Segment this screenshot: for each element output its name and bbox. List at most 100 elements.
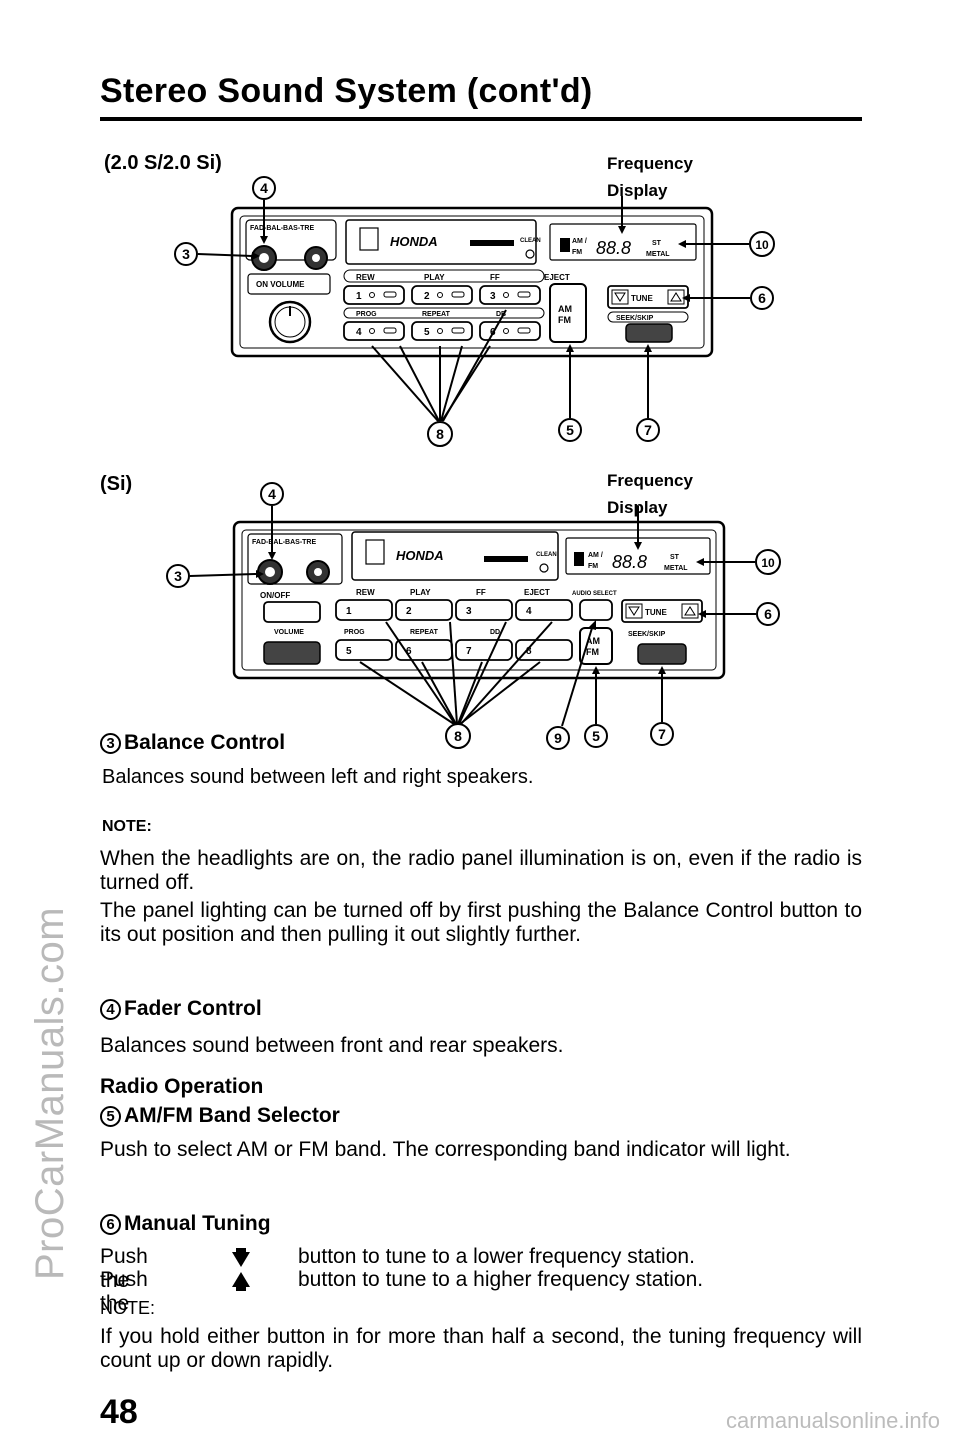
figure1-seek-button[interactable] bbox=[625, 323, 673, 343]
figure1-cassette-door[interactable] bbox=[345, 219, 537, 265]
figure2-preset-row-bottom: 5 6 7 8 bbox=[335, 639, 573, 661]
figure1-eject-label: EJECT bbox=[544, 273, 570, 282]
figure2-preset-3-label: 3 bbox=[466, 606, 472, 617]
footer-watermark: carmanualsonline.info bbox=[725, 1408, 940, 1433]
figure2-on-off-label: ON/OFF bbox=[260, 591, 290, 600]
page-title: Stereo Sound System (cont'd) bbox=[100, 72, 593, 110]
figure2-display-st: ST bbox=[670, 554, 680, 561]
figure1-preset-5[interactable] bbox=[411, 321, 473, 341]
figure1-display-metal: METAL bbox=[646, 251, 670, 258]
figure2-preset-1-label: 1 bbox=[346, 606, 352, 617]
figure2-callout-4: 4 bbox=[268, 486, 276, 502]
am-fm-band-selector-heading: 5 AM/FM Band Selector bbox=[100, 1104, 340, 1128]
figure1-model-label: (2.0 S/2.0 Si) bbox=[104, 152, 222, 174]
tune-down-lead: Push the bbox=[100, 1245, 148, 1292]
figure1-am-fm-button[interactable] bbox=[549, 283, 587, 343]
figure1-frequency-line2: Display bbox=[607, 181, 668, 200]
figure2-preset-3[interactable] bbox=[455, 599, 513, 621]
figure1-preset-4-label: 4 bbox=[356, 327, 362, 338]
figure2-prog-label: PROG bbox=[344, 629, 365, 636]
balance-control-heading: 3 Balance Control bbox=[100, 731, 285, 755]
figure2-am-label: AM bbox=[586, 636, 600, 646]
figure1-fm-label: FM bbox=[558, 315, 571, 325]
figure1-preset-3[interactable] bbox=[479, 285, 541, 305]
figure2-preset-row-top: 1 2 3 4 bbox=[335, 599, 573, 621]
figure2-display-metal: METAL bbox=[664, 565, 688, 572]
figure1-on-volume-label: ON VOLUME bbox=[256, 280, 305, 289]
figure2-play-label: PLAY bbox=[410, 588, 431, 597]
figure1-preset-3-label: 3 bbox=[490, 291, 496, 302]
figure1-prog-label: PROG bbox=[356, 311, 377, 318]
balance-note-label: NOTE: bbox=[102, 818, 152, 835]
figure2-brand-logo: HONDA bbox=[396, 548, 444, 563]
figure2-callout-6: 6 bbox=[764, 606, 772, 622]
figure2-preset-7[interactable] bbox=[455, 639, 513, 661]
figure2-tune-button[interactable] bbox=[621, 599, 703, 623]
figure2-on-off-button[interactable] bbox=[263, 601, 321, 623]
figure2-repeat-label: REPEAT bbox=[410, 629, 439, 636]
figure1-preset-2[interactable] bbox=[411, 285, 473, 305]
figure2-audio-select-label: AUDIO SELECT bbox=[572, 591, 617, 597]
figure1-callout-8: 8 bbox=[436, 426, 444, 442]
figure2-preset-2[interactable] bbox=[395, 599, 453, 621]
figure2-preset-4[interactable] bbox=[515, 599, 573, 621]
am-fm-band-selector-number: 5 bbox=[100, 1105, 121, 1127]
am-fm-band-selector-title: AM/FM Band Selector bbox=[124, 1104, 340, 1127]
manual-tuning-note-label: NOTE: bbox=[100, 1298, 156, 1318]
tune-down-text: button to tune to a lower frequency stat… bbox=[298, 1245, 695, 1268]
figure1-preset-1[interactable] bbox=[343, 285, 405, 305]
fader-control-heading: 4 Fader Control bbox=[100, 997, 262, 1021]
tune-up-icon bbox=[232, 1272, 250, 1291]
figure1-display-am: AM / bbox=[572, 238, 587, 245]
tune-up-text: button to tune to a higher frequency sta… bbox=[298, 1268, 704, 1291]
figure2-preset-6-label: 6 bbox=[406, 646, 412, 657]
figure1-preset-4[interactable] bbox=[343, 321, 405, 341]
page-number: 48 bbox=[100, 1393, 138, 1431]
figure1-rew-label: REW bbox=[356, 273, 375, 282]
figure1-display-digits: 88.8 bbox=[596, 238, 631, 258]
figure2-model-label: (Si) bbox=[100, 473, 133, 495]
figure2-callout-10: 10 bbox=[761, 556, 775, 570]
side-watermark: ProCarManuals.com bbox=[28, 906, 72, 1280]
figure1-volume-knob[interactable] bbox=[268, 300, 312, 344]
balance-control-number: 3 bbox=[100, 732, 121, 754]
figure1-brand-logo: HONDA bbox=[390, 234, 438, 249]
figure2-fm-label: FM bbox=[586, 647, 599, 657]
figure2-ff-label: FF bbox=[476, 588, 486, 597]
tune-up-lead: Push the bbox=[100, 1268, 148, 1315]
figure2-cassette-door[interactable] bbox=[351, 531, 559, 581]
figure2-preset-8[interactable] bbox=[515, 639, 573, 661]
balance-note-paragraph-2: The panel lighting can be turned off by … bbox=[100, 899, 862, 946]
figure1-callout-3: 3 bbox=[182, 246, 190, 262]
figure1-frequency-label: Frequency Display bbox=[607, 150, 693, 204]
figure2-preset-2-label: 2 bbox=[406, 606, 412, 617]
figure1-preset-6[interactable] bbox=[479, 321, 541, 341]
radio-operation-heading: Radio Operation bbox=[100, 1075, 263, 1099]
figure1-knob-label: FAD-BAL-BAS-TRE bbox=[250, 225, 314, 232]
figure2-callout-5: 5 bbox=[592, 728, 600, 744]
figure2-callout-7: 7 bbox=[658, 726, 666, 742]
figure2-seek-label: SEEK/SKIP bbox=[628, 631, 666, 638]
balance-note-paragraph-1: When the headlights are on, the radio pa… bbox=[100, 847, 862, 894]
figure2-display-digits: 88.8 bbox=[612, 552, 647, 572]
manual-tuning-number: 6 bbox=[100, 1213, 121, 1235]
figure1-tune-label: TUNE bbox=[631, 294, 653, 303]
balance-control-body: Balances sound between left and right sp… bbox=[102, 766, 534, 788]
figure2-preset-1[interactable] bbox=[335, 599, 393, 621]
tune-down-icon bbox=[232, 1248, 250, 1267]
figure2-preset-7-label: 7 bbox=[466, 646, 472, 657]
fader-control-title: Fader Control bbox=[124, 997, 262, 1020]
figure1-radio-diagram: FAD-BAL-BAS-TRE ON VOLUME HONDA CLEAN AM… bbox=[174, 176, 775, 447]
figure2-eject-label: EJECT bbox=[524, 588, 550, 597]
manual-tuning-heading: 6 Manual Tuning bbox=[100, 1212, 271, 1236]
figure2-preset-5-label: 5 bbox=[346, 646, 352, 657]
manual-tuning-title: Manual Tuning bbox=[124, 1212, 271, 1235]
figure2-tune-label: TUNE bbox=[645, 608, 667, 617]
figure2-preset-5[interactable] bbox=[335, 639, 393, 661]
figure2-seek-button[interactable] bbox=[637, 643, 687, 665]
figure2-dd-label: DD bbox=[490, 629, 500, 636]
figure2-clean-label: CLEAN bbox=[536, 552, 557, 558]
radio-operation-title: Radio Operation bbox=[100, 1075, 264, 1098]
figure1-callout-7: 7 bbox=[644, 422, 652, 438]
figure2-volume-button[interactable] bbox=[263, 641, 321, 665]
